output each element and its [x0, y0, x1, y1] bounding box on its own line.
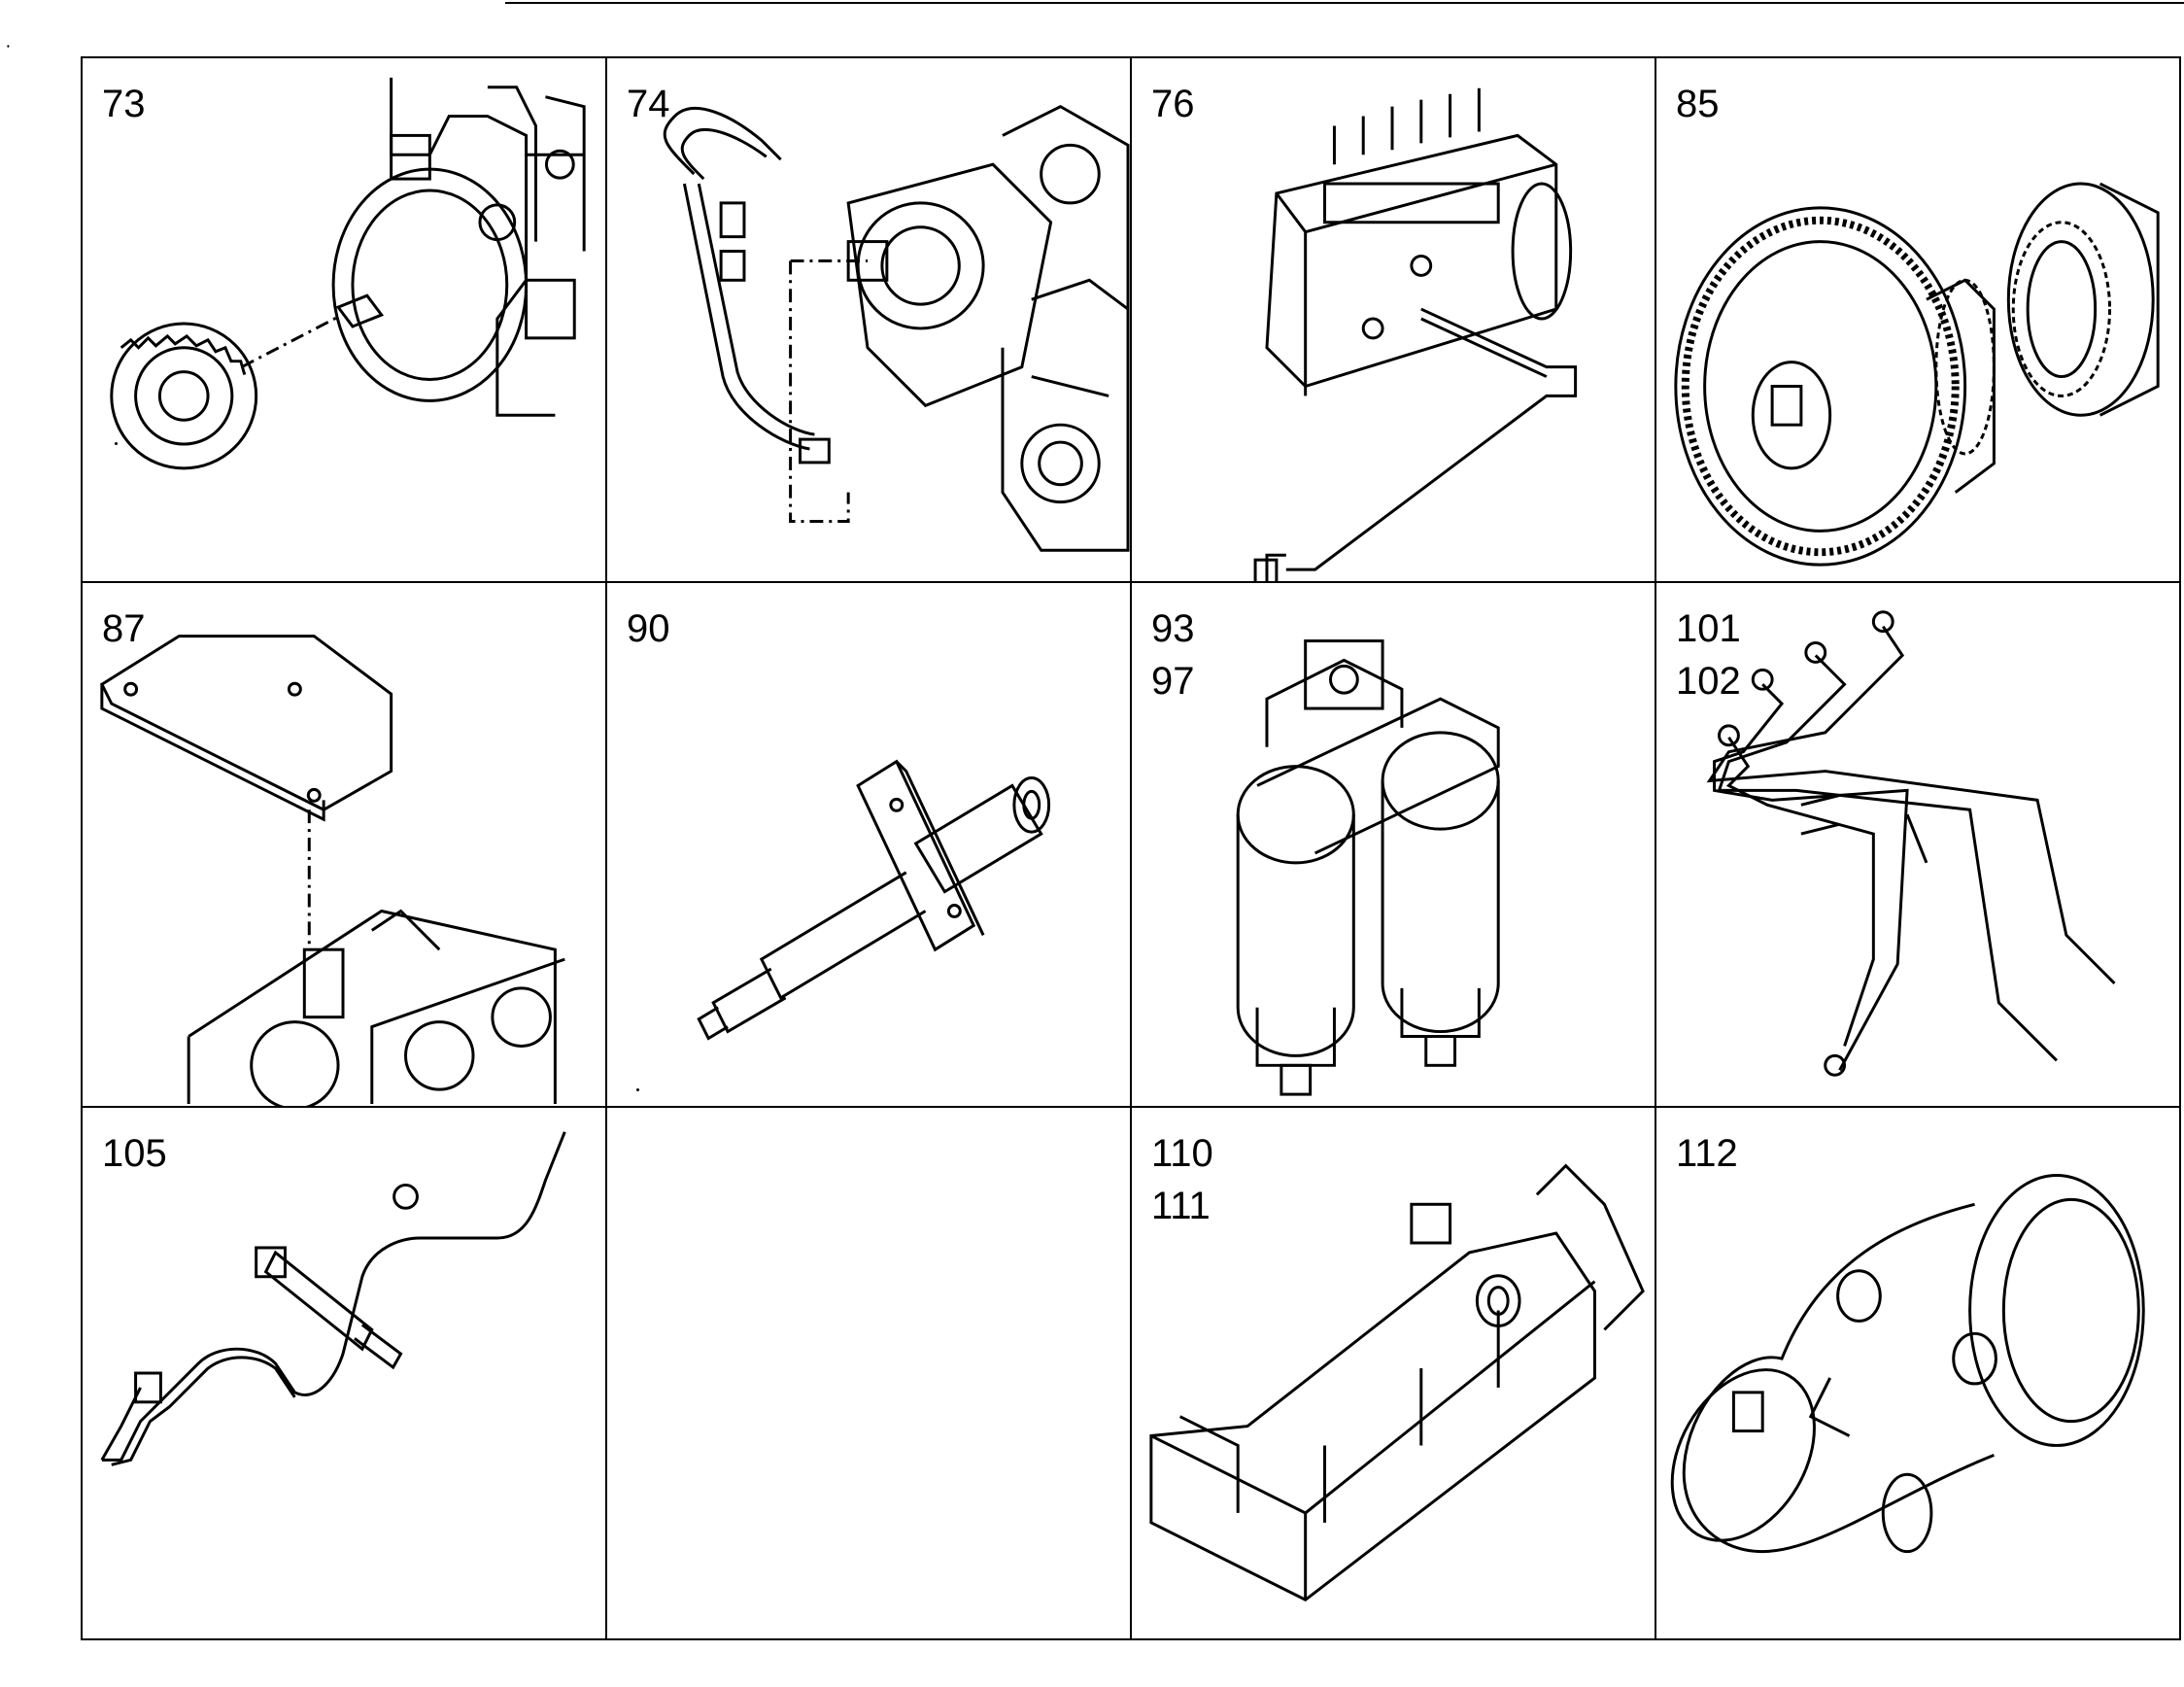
cover-plate-icon [99, 635, 565, 1106]
panel-93-97: 93 97 [1130, 581, 1656, 1108]
parts-diagram-grid: 73 74 [81, 56, 2181, 1640]
callout-number: 73 [102, 83, 146, 125]
scan-mark: ⸱ [6, 37, 11, 56]
elbow-pipe-icon [1670, 1174, 2145, 1554]
callout-number: 97 [1151, 660, 1195, 703]
panel-90-labels: 90 [627, 602, 670, 655]
manifold-icon [1149, 1163, 1645, 1602]
injector-pipe-icon [100, 1131, 566, 1466]
panel-85: 85 [1655, 56, 2181, 583]
callout-number: 111 [1151, 1185, 1211, 1227]
panel-110-111: 110 111 [1130, 1106, 1656, 1640]
top-border-line [505, 2, 2184, 4]
panel-87: 87 [81, 581, 607, 1108]
panel-93-97-labels: 93 97 [1151, 602, 1195, 707]
stray-dot [115, 442, 118, 445]
panel-110-111-labels: 110 111 [1151, 1127, 1213, 1232]
injector-icon [697, 759, 1051, 1041]
panel-73: 73 [81, 56, 607, 583]
panel-90: 90 [605, 581, 1132, 1108]
callout-number: 74 [627, 83, 670, 125]
panel-73-labels: 73 [102, 78, 146, 130]
callout-number: 93 [1151, 607, 1195, 650]
pump-pipe-icon [663, 104, 1130, 552]
panel-105-labels: 105 [102, 1127, 167, 1180]
timing-gear-icon [1674, 182, 2160, 567]
panel-76: 76 [1130, 56, 1656, 583]
panel-empty [605, 1106, 1132, 1640]
panel-105: 105 [81, 1106, 607, 1640]
injection-pump-icon [1253, 87, 1578, 581]
callout-number: 102 [1676, 660, 1741, 703]
fuel-pipes-icon [1706, 610, 2116, 1077]
panel-87-labels: 87 [102, 602, 146, 655]
panel-101-102-labels: 101 102 [1676, 602, 1741, 707]
callout-number: 85 [1676, 83, 1720, 125]
panel-112: 112 [1655, 1106, 2181, 1640]
callout-number: 87 [102, 607, 146, 650]
panel-74: 74 [605, 56, 1132, 583]
panel-85-labels: 85 [1676, 78, 1720, 130]
callout-number: 105 [102, 1132, 167, 1175]
pump-gear-icon [110, 77, 586, 470]
callout-number: 101 [1676, 607, 1741, 650]
callout-number: 112 [1676, 1132, 1738, 1175]
callout-number: 110 [1151, 1132, 1213, 1175]
panel-76-labels: 76 [1151, 78, 1195, 130]
stray-dot [636, 1088, 639, 1091]
callout-number: 90 [627, 607, 670, 650]
callout-number: 76 [1151, 83, 1195, 125]
panel-112-labels: 112 [1676, 1127, 1738, 1180]
panel-74-labels: 74 [627, 78, 670, 130]
fuel-filter-icon [1236, 639, 1500, 1096]
panel-101-102: 101 102 [1655, 581, 2181, 1108]
